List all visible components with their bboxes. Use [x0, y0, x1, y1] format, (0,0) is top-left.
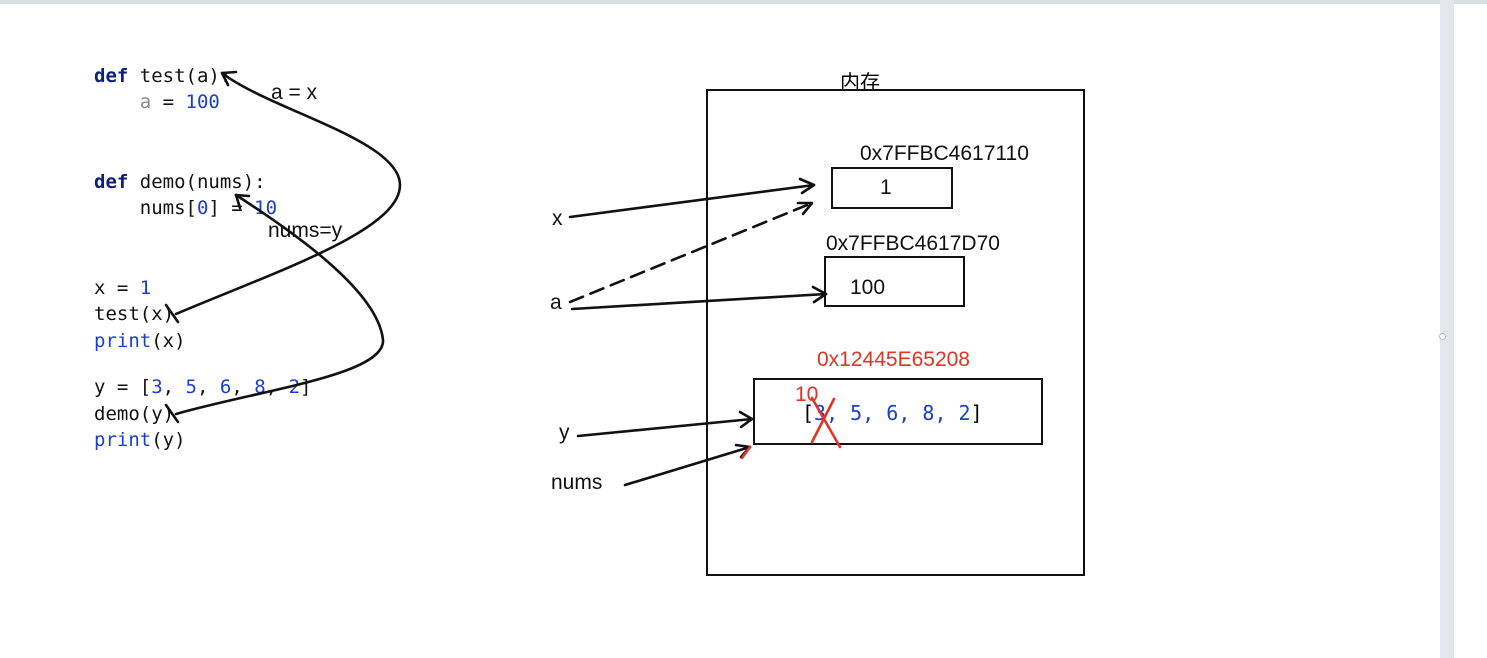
x-assign: x = [94, 277, 140, 299]
arrowhead [811, 285, 828, 304]
code-line-def-test: def test(a): [94, 67, 231, 86]
memory-cell [824, 256, 965, 307]
variable-x: x [552, 207, 563, 230]
list-close: ] [300, 376, 312, 398]
memory-cell [831, 167, 953, 209]
arrowhead [220, 70, 238, 87]
scroll-indicator-icon [1439, 333, 1446, 340]
cross-out-mark [810, 397, 836, 444]
scribble-mark [164, 403, 180, 424]
y-assign: y = [ [94, 376, 152, 398]
list-value: 5 [185, 376, 197, 398]
arrow-a-to-100 [570, 292, 828, 311]
nums-index-open: nums[ [94, 197, 197, 219]
cross-out-mark [810, 396, 842, 449]
arrowhead [798, 177, 816, 195]
nums-index-close: ] = [208, 197, 255, 219]
list-close: ] [970, 401, 983, 425]
code-line-def-demo: def demo(nums): [94, 173, 266, 192]
red-tick-mark [740, 445, 752, 460]
arrowhead [234, 193, 251, 210]
cell-value: 1 [880, 176, 892, 199]
list-sep: , [265, 376, 289, 398]
annotation-a-eq-x: a = x [271, 81, 318, 104]
list-open: [ [802, 401, 815, 425]
memory-region [706, 89, 1085, 576]
arrow-test-call-to-param [174, 71, 402, 316]
code-line-y-assign: y = [3, 5, 6, 8, 2] [94, 378, 311, 397]
list-address-label: 0x12445E65208 [817, 348, 970, 371]
scribble-mark [164, 303, 180, 324]
value-1: 1 [139, 277, 152, 299]
code-line-print-x: print(x) [94, 332, 186, 351]
arrow-x-to-cell [568, 183, 816, 219]
variable-y: y [559, 421, 570, 444]
annotation-nums-eq-y: nums=y [268, 219, 343, 242]
list-sep: , [231, 376, 255, 398]
print-arg: (x) [151, 330, 186, 352]
index-0: 0 [196, 197, 209, 219]
arrow-demo-call-to-param [174, 193, 385, 416]
operator: = [151, 91, 186, 113]
keyword-def: def [94, 65, 129, 87]
arrowhead [796, 201, 814, 216]
print-keyword: print [94, 429, 152, 451]
code-line-x-assign: x = 1 [94, 279, 151, 298]
list-cell-contents: [3, 5, 6, 8, 2] [802, 403, 983, 423]
keyword-def: def [94, 171, 129, 193]
arrow-nums-to-list [623, 445, 752, 487]
list-value: 8 [254, 376, 266, 398]
value-10: 10 [254, 197, 278, 219]
param-a: a [94, 91, 152, 113]
list-value: 3 [151, 376, 163, 398]
vertical-scrollbar[interactable] [1440, 0, 1454, 658]
arrow-y-to-list [576, 417, 754, 438]
test-signature: test(a): [128, 65, 232, 87]
variable-a: a [550, 291, 562, 314]
cell-value: 100 [850, 276, 886, 299]
address-label: 0x7FFBC4617D70 [826, 232, 1000, 255]
list-memory-cell [753, 378, 1043, 445]
print-keyword: print [94, 330, 152, 352]
code-line-print-y: print(y) [94, 431, 186, 450]
list-sep: , [162, 376, 186, 398]
variable-nums: nums [551, 471, 603, 494]
list-value: 2 [288, 376, 301, 398]
list-sep: , [197, 376, 220, 398]
code-line-test-call: test(x) [94, 303, 175, 325]
window-top-border [0, 0, 1487, 4]
list-value: 6 [219, 376, 232, 398]
code-line-demo-call: demo(y) [94, 403, 175, 425]
arrowhead [738, 410, 754, 429]
arrow-a-to-cell-dashed [568, 201, 814, 304]
value-100: 100 [185, 91, 220, 113]
code-line-nums-assign: nums[0] = 10 [94, 199, 277, 218]
list-rest-values: , 5, 6, 8, 2 [826, 401, 971, 425]
print-arg: (y) [151, 429, 186, 451]
code-line-a-assign: a = 100 [94, 93, 220, 112]
demo-signature: demo(nums): [128, 171, 266, 193]
address-label: 0x7FFBC4617110 [860, 142, 1029, 165]
